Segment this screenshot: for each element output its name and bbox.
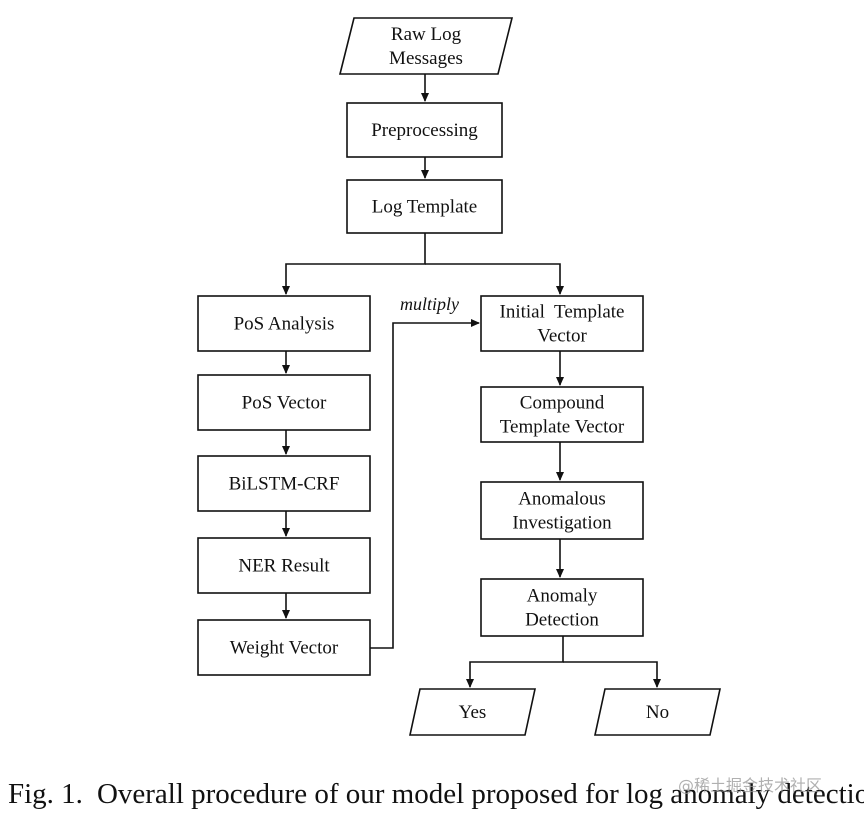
node-log-template-shape: [346, 179, 503, 234]
node-pos-analysis-label-line-1: PoS Analysis: [234, 314, 335, 335]
node-bilstm-crf-shape: [197, 455, 371, 512]
node-anomalous-investigation-label-line-2: Investigation: [512, 513, 612, 534]
node-compound-template-vector-label-line-1: Compound: [520, 393, 605, 414]
node-ner-result: NER Result: [197, 537, 371, 594]
node-anomalous-investigation-shape: [480, 481, 644, 540]
node-yes-label-line-1: Yes: [459, 702, 487, 723]
node-compound-template-vector-label-line-2: Template Vector: [500, 417, 625, 438]
node-pos-vector-shape: [197, 374, 371, 431]
node-ner-result-label-line-1: NER Result: [238, 556, 330, 577]
node-pos-analysis: PoS Analysis: [197, 295, 371, 352]
node-ner-result-shape: [197, 537, 371, 594]
arrow-log-template-to-pos-analysis: [282, 233, 426, 295]
figure-caption: Fig. 1. Overall procedure of our model pr…: [8, 778, 864, 811]
node-preprocessing: Preprocessing: [346, 102, 503, 158]
node-anomalous-investigation-label-line-1: Anomalous: [518, 489, 606, 510]
watermark: @稀土掘金技术社区: [678, 776, 823, 795]
arrow-log-template-to-initial-template-vector: [425, 263, 564, 295]
node-initial-template-vector-label-line-2: Vector: [537, 326, 587, 347]
node-anomaly-detection-label-line-2: Detection: [525, 610, 599, 631]
arrow-anomaly-detection-to-no: [563, 661, 661, 688]
node-yes-shape: [409, 688, 536, 736]
flowchart: multiply Raw LogMessagesPreprocessingLog…: [197, 17, 721, 736]
node-raw-log-messages-shape: [338, 17, 514, 75]
node-raw-log-messages-label-line-2: Messages: [389, 48, 463, 69]
figure-caption-text: Overall procedure of our model proposed …: [96, 778, 864, 810]
node-pos-analysis-shape: [197, 295, 371, 352]
node-weight-vector-label-line-1: Weight Vector: [230, 638, 339, 659]
node-no-label-line-1: No: [646, 702, 669, 723]
node-no-shape: [594, 688, 721, 736]
node-anomaly-detection-shape: [480, 578, 644, 637]
edge-label-multiply: multiply: [400, 294, 459, 314]
node-preprocessing-label-line-1: Preprocessing: [371, 120, 478, 141]
node-raw-log-messages-label-line-1: Raw Log: [391, 24, 462, 45]
node-pos-vector: PoS Vector: [197, 374, 371, 431]
node-log-template-label-line-1: Log Template: [372, 197, 477, 218]
arrow-weight-vector-to-initial-template-vector: [370, 319, 480, 649]
node-initial-template-vector-shape: [480, 295, 644, 352]
node-compound-template-vector-shape: [480, 386, 644, 443]
node-preprocessing-shape: [346, 102, 503, 158]
node-pos-vector-label-line-1: PoS Vector: [242, 393, 327, 414]
node-weight-vector-shape: [197, 619, 371, 676]
node-log-template: Log Template: [346, 179, 503, 234]
node-initial-template-vector-label-line-1: Initial Template: [500, 302, 625, 323]
node-no: No: [594, 688, 721, 736]
node-anomaly-detection-label-line-1: Anomaly: [527, 586, 598, 607]
arrow-anomaly-detection-to-yes: [466, 636, 564, 688]
node-bilstm-crf: BiLSTM-CRF: [197, 455, 371, 512]
figure-number: Fig. 1.: [8, 778, 83, 810]
node-weight-vector: Weight Vector: [197, 619, 371, 676]
node-bilstm-crf-label-line-1: BiLSTM-CRF: [229, 474, 340, 495]
node-yes: Yes: [409, 688, 536, 736]
